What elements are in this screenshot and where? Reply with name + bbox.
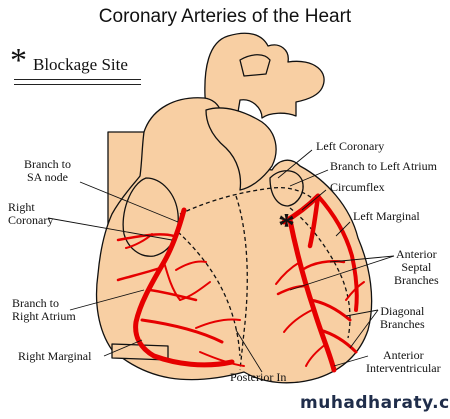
label-diagonal-branches: Diagonal Branches [380,304,425,331]
circumflex-artery [307,193,321,249]
site-watermark: muhadharaty.com [296,393,450,413]
aortic-branch-left [239,54,271,77]
septal-branch-2 [276,284,308,296]
circumflex-groove [289,207,351,339]
label-right-coronary: Right Coronary [8,200,54,227]
label-left-marginal: Left Marginal [353,209,420,223]
leader-left-coronary [277,149,313,179]
legend-underline-top [14,79,141,80]
leader-sa-node [79,181,179,223]
leader-septal-b [289,255,395,291]
pulmonary-trunk [205,107,277,191]
right-coronary-artery [133,207,235,368]
diagonal-branch-2 [318,328,358,354]
leader-anterior-ivc [333,355,369,367]
septal-branch-1 [300,260,346,272]
leader-posterior [235,329,263,373]
interventricular-groove [235,195,248,371]
label-left-coronary: Left Coronary [316,139,385,153]
diagram-title: Coronary Arteries of the Heart [98,6,352,27]
leader-diagonal-b [349,309,379,349]
blockage-marker: * [278,207,295,244]
sa-node-branch [116,233,176,242]
label-right-marginal: Right Marginal [18,349,92,363]
label-branch-sa-node: Branch to SA node [24,157,71,184]
blockage-legend-symbol: * [10,42,27,79]
aortic-arch [204,32,325,127]
right-marginal-artery [140,318,224,344]
label-branch-right-atrium: Branch to Right Atrium [12,296,76,323]
leader-lines [47,149,395,373]
label-branch-left-atrium: Branch to Left Atrium [330,159,437,173]
label-posterior: Posterior In [230,370,287,384]
leader-right-marginal [103,339,143,357]
coronary-arteries [116,193,365,373]
leader-left-atrium [289,169,329,187]
posterior-groove [177,231,241,357]
blockage-legend-label: Blockage Site [33,55,128,74]
anterior-interventricular-artery [287,217,337,373]
label-anterior-septal-branches: Anterior Septal Branches [394,247,439,287]
leader-septal-a [329,255,395,263]
leader-right-coronary [47,217,173,241]
atrioventricular-groove [179,186,313,215]
leader-circumflex [301,189,327,211]
left-marginal-artery [316,194,359,312]
legend-underline-bottom [14,84,141,85]
diagonal-branch-1 [308,298,352,322]
right-atrium-branch [116,266,162,282]
leader-right-atrium [69,289,145,311]
label-anterior-interventricular: Anterior Interventricular [366,348,441,375]
label-circumflex: Circumflex [330,180,385,194]
leader-left-marginal [335,221,351,237]
leader-diagonal-a [345,309,379,317]
